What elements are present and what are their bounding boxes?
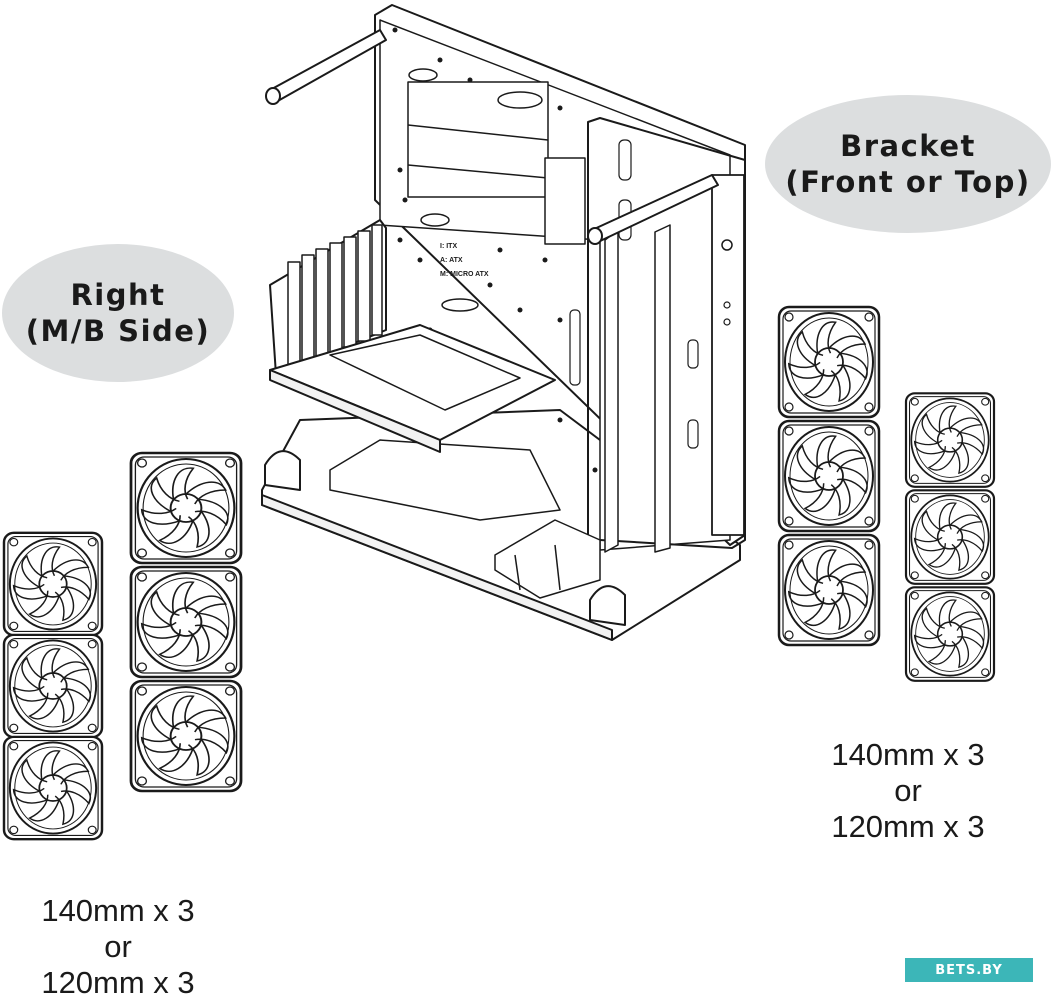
fan-stack-bracket-large	[777, 305, 881, 647]
fan-icon	[777, 305, 881, 419]
fan-spec-left: 140mm x 3 or 120mm x 3	[0, 893, 236, 1001]
fan-icon	[2, 633, 104, 739]
fan-icon	[904, 392, 996, 488]
fan-spec-right: 140mm x 3 or 120mm x 3	[790, 737, 1026, 845]
marking-itx: I: ITX	[440, 243, 457, 250]
marking-atx: A: ATX	[440, 257, 463, 264]
marking-matx: M: MICRO ATX	[440, 271, 489, 278]
watermark-logo: BETS.BY	[905, 958, 1033, 982]
fan-icon	[777, 419, 881, 533]
fan-icon	[777, 533, 881, 647]
fan-stack-bracket-small	[904, 392, 996, 682]
case-chassis	[261, 4, 746, 641]
fan-stack-right-outer	[2, 531, 104, 841]
spec-right-line1: 140mm x 3	[831, 737, 985, 772]
label-right-line2: (M/B Side)	[25, 314, 211, 348]
spec-left-line1: 140mm x 3	[41, 893, 195, 928]
label-bracket-line2: (Front or Top)	[785, 165, 1031, 199]
label-right-mb-side: Right (M/B Side)	[2, 244, 234, 382]
fan-icon	[904, 586, 996, 682]
spec-left-line3: 120mm x 3	[41, 965, 195, 1000]
label-bracket-line1: Bracket	[840, 128, 976, 163]
label-right-line1: Right	[70, 277, 166, 312]
fan-icon	[129, 679, 243, 793]
fan-stack-right-inner	[129, 451, 243, 793]
fan-icon	[2, 735, 104, 841]
fan-icon	[129, 565, 243, 679]
fan-icon	[2, 531, 104, 637]
label-bracket-front-top: Bracket (Front or Top)	[765, 95, 1051, 233]
spec-left-line2: or	[104, 929, 132, 964]
fan-icon	[904, 489, 996, 585]
fan-icon	[129, 451, 243, 565]
spec-right-line2: or	[894, 773, 922, 808]
spec-right-line3: 120mm x 3	[831, 809, 985, 844]
case-markings: I: ITX A: ATX M: MICRO ATX	[440, 243, 489, 278]
